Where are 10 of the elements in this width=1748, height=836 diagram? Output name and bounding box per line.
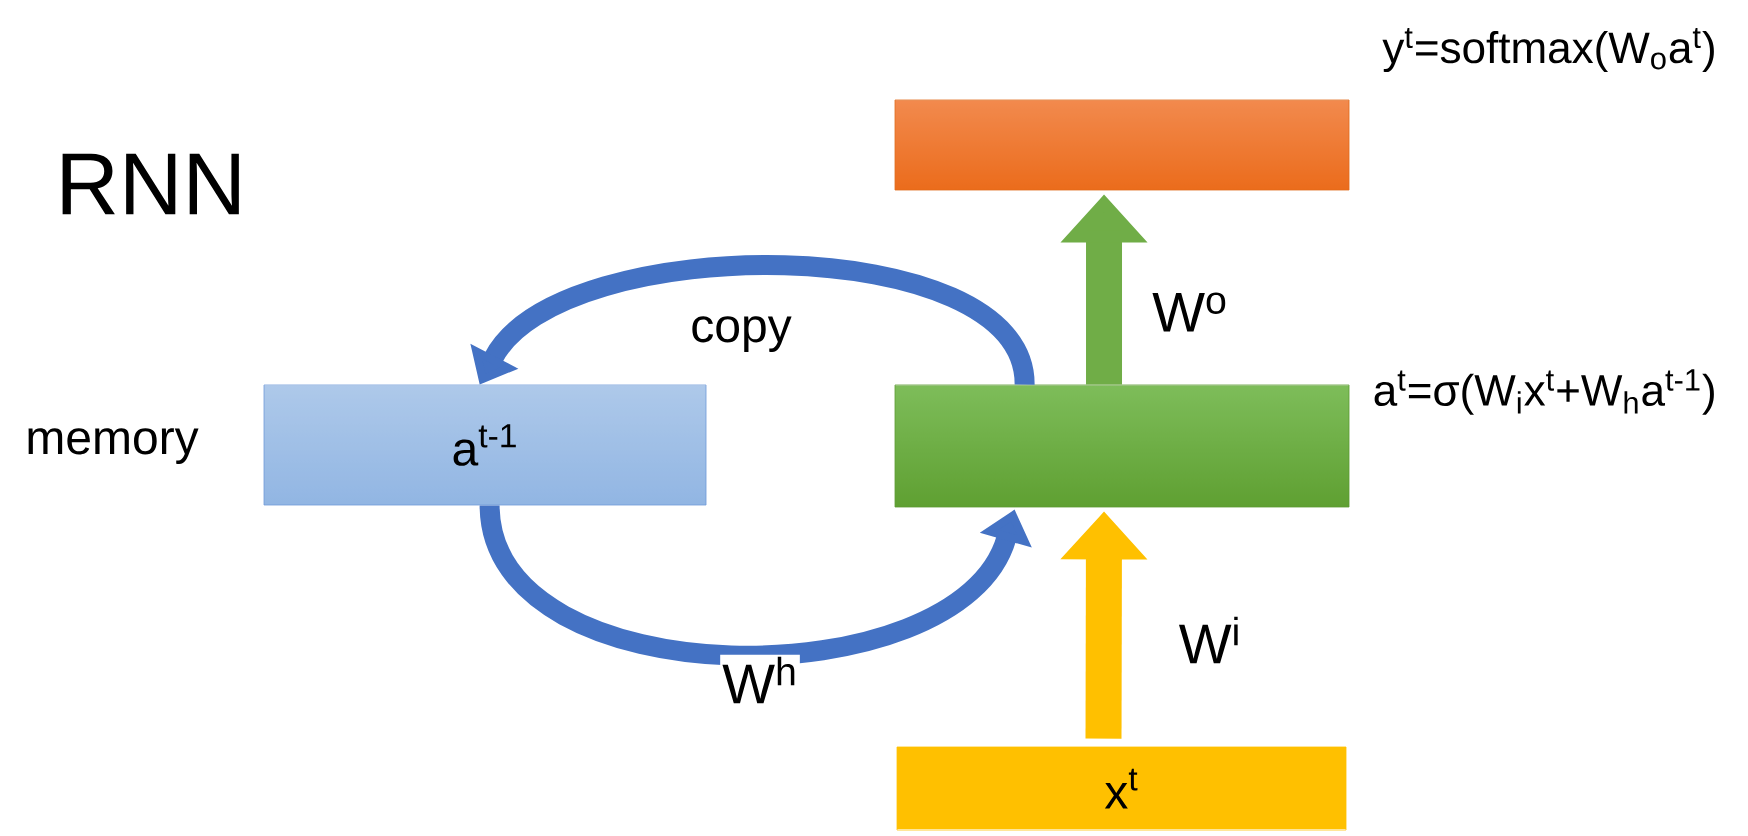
layer-box: a$^{t-1}$ (263, 384, 707, 506)
side-label: memory (28, 428, 199, 464)
edge-label: W$^{o}$ (1150, 290, 1230, 334)
edge-label: W$^{i}$ (1176, 614, 1244, 666)
title: RNN (62, 153, 239, 215)
formula-heading: y$^{t}$=softmax(W$_{o}$a$^{t}$) (1382, 27, 1714, 73)
edge-label: copy (688, 314, 794, 354)
formula-heading: a$^{t}$=σ(W$_{i}$x$^{t}$+W$_{h}$a$^{t-1}$) (1374, 369, 1714, 415)
edge-label: W$^{h}$ (720, 654, 800, 706)
layer-box: x$^{t}$ (896, 746, 1347, 831)
